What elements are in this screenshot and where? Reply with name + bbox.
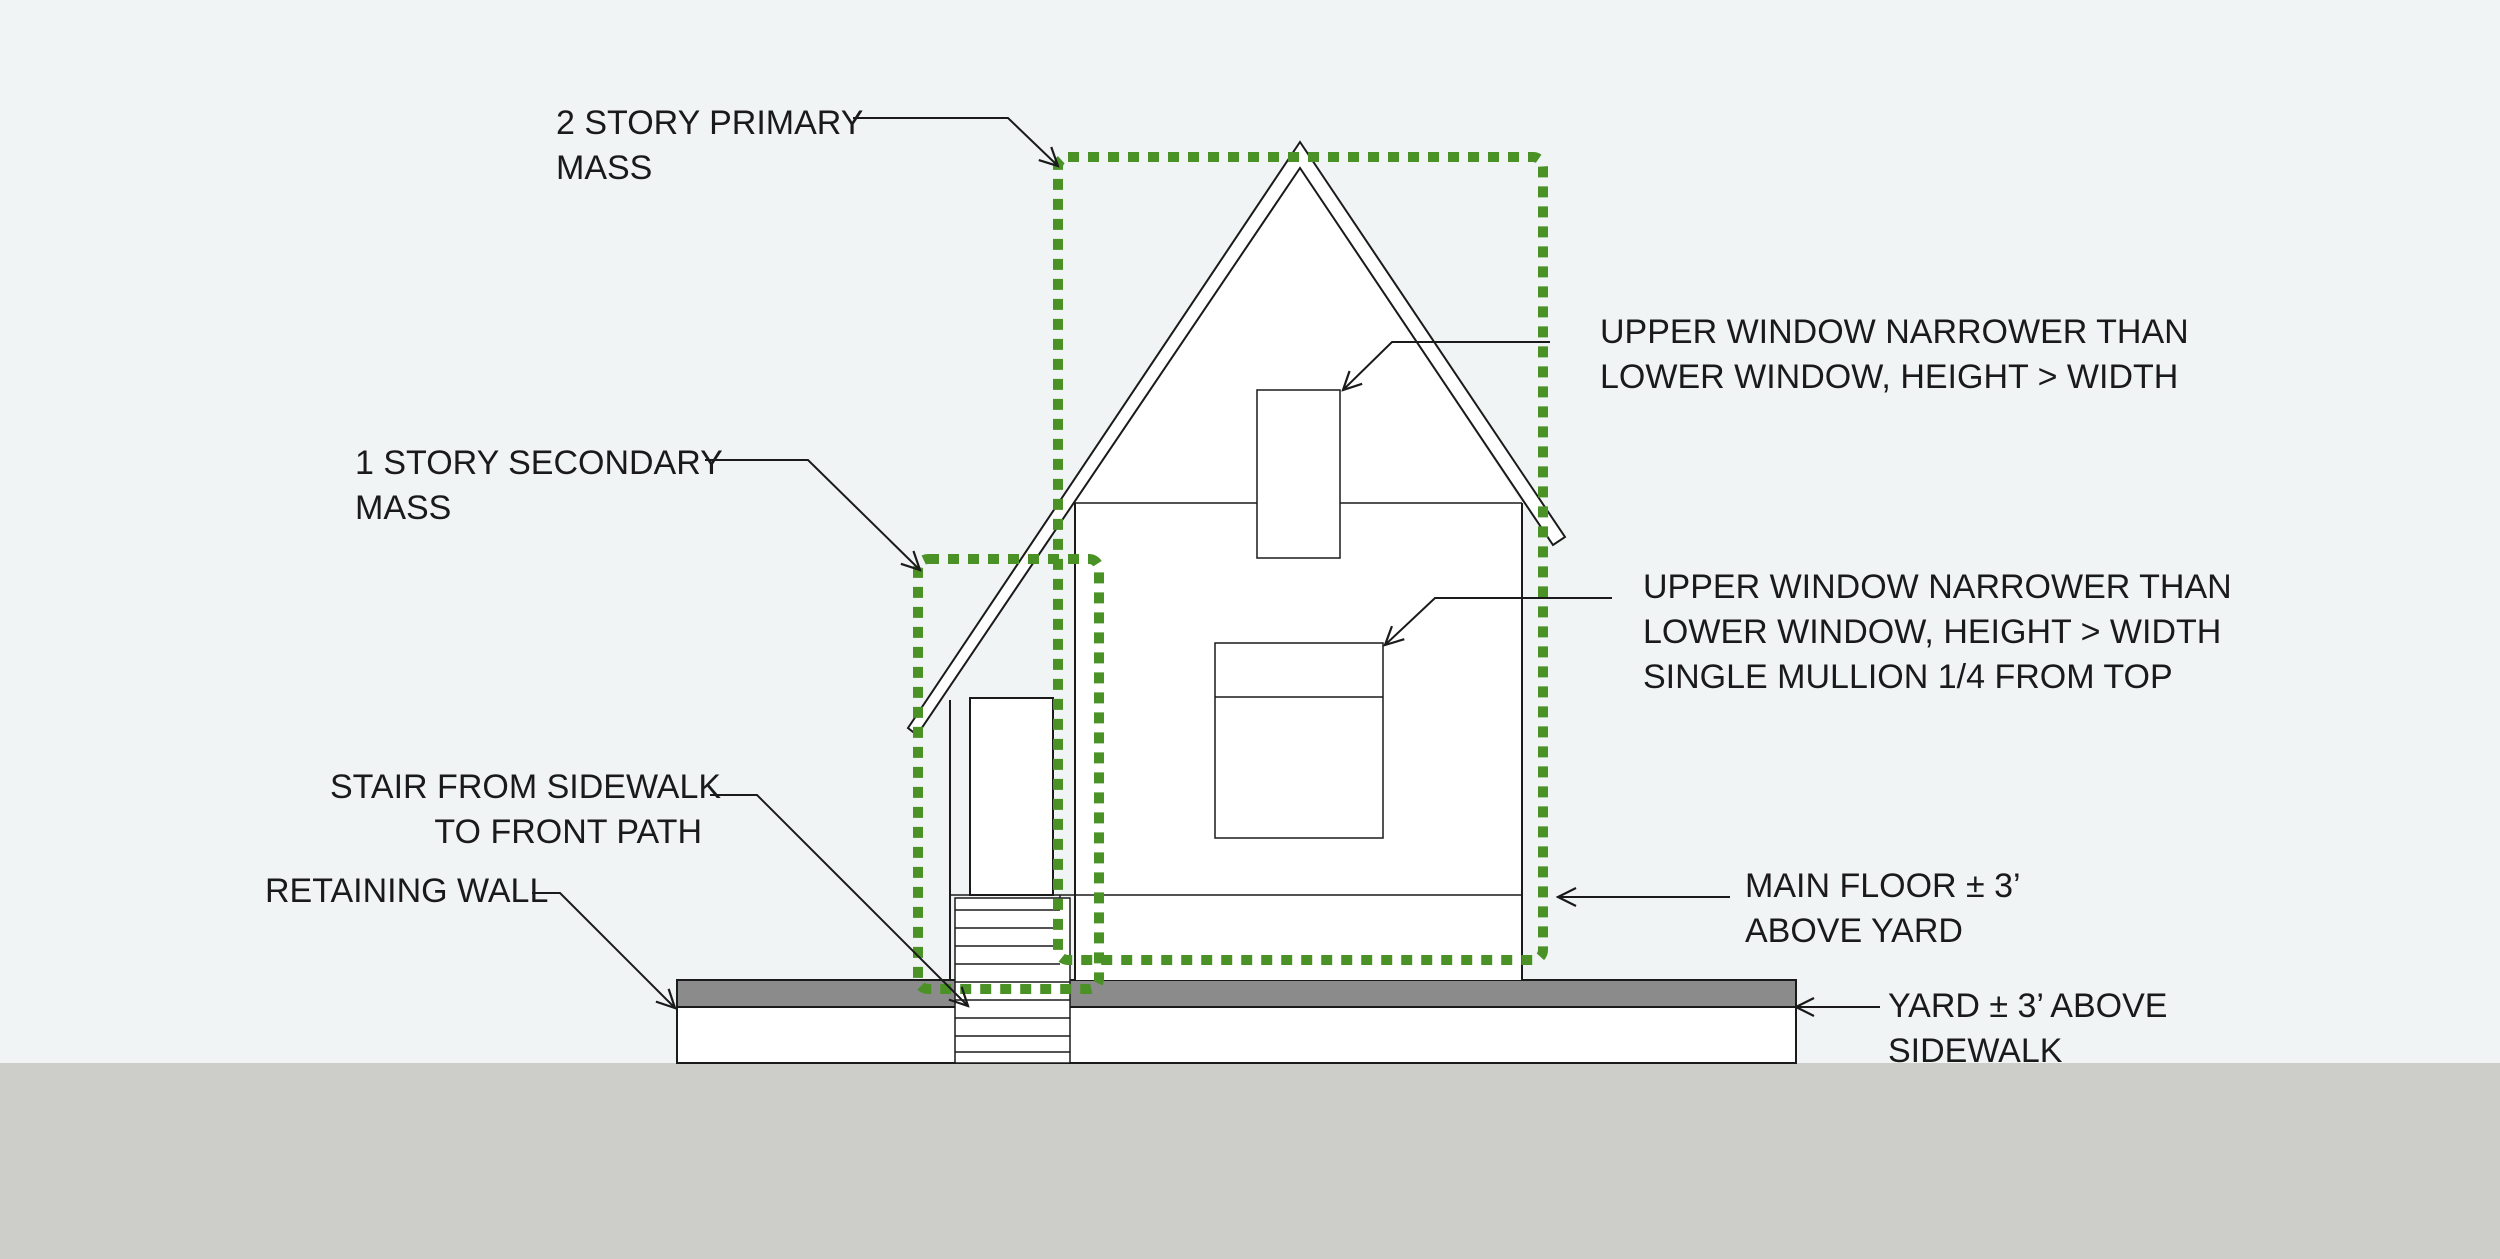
label-yard-line1: YARD ± 3’ ABOVE xyxy=(1888,987,2168,1025)
front-door xyxy=(969,697,1054,896)
yard-band xyxy=(676,979,1797,1008)
label-stair-line2: TO FRONT PATH xyxy=(434,813,702,851)
label-stair: STAIR FROM SIDEWALK TO FRONT PATH xyxy=(330,765,722,855)
label-primary-mass: 2 STORY PRIMARY MASS xyxy=(556,101,863,191)
house-primary-mass xyxy=(906,140,1567,980)
label-stair-line1: STAIR FROM SIDEWALK xyxy=(330,768,722,806)
label-secondary-mass-line2: MASS xyxy=(355,489,452,527)
label-lower-window-line3: SINGLE MULLION 1/4 FROM TOP xyxy=(1643,658,2173,696)
leader-lower-window xyxy=(1385,597,1612,645)
label-retaining-wall-line1: RETAINING WALL xyxy=(265,872,549,910)
label-upper-window-line1: UPPER WINDOW NARROWER THAN xyxy=(1600,313,2189,351)
label-upper-window: UPPER WINDOW NARROWER THAN LOWER WINDOW,… xyxy=(1600,310,2189,400)
label-lower-window-line1: UPPER WINDOW NARROWER THAN xyxy=(1643,568,2232,606)
label-primary-mass-line1: 2 STORY PRIMARY xyxy=(556,104,864,142)
leader-secondary-mass xyxy=(705,459,920,570)
label-upper-window-line2: LOWER WINDOW, HEIGHT > WIDTH xyxy=(1600,358,2179,396)
label-secondary-mass-line1: 1 STORY SECONDARY xyxy=(355,444,723,482)
retaining-wall xyxy=(676,979,1797,1064)
label-secondary-mass: 1 STORY SECONDARY MASS xyxy=(355,441,723,531)
lower-window xyxy=(1214,642,1384,839)
leader-stair xyxy=(710,794,968,1006)
label-yard: YARD ± 3’ ABOVE SIDEWALK xyxy=(1888,984,2167,1074)
label-lower-window-line2: LOWER WINDOW, HEIGHT > WIDTH xyxy=(1643,613,2222,651)
leader-retaining-wall xyxy=(532,892,675,1008)
leader-primary-mass xyxy=(853,117,1058,166)
label-main-floor: MAIN FLOOR ± 3’ ABOVE YARD xyxy=(1745,864,2021,954)
label-main-floor-line2: ABOVE YARD xyxy=(1745,912,1963,950)
sidewalk-ground xyxy=(0,1063,2500,1259)
label-lower-window: UPPER WINDOW NARROWER THAN LOWER WINDOW,… xyxy=(1643,565,2232,700)
label-primary-mass-line2: MASS xyxy=(556,149,653,187)
roof-gable xyxy=(906,140,1567,737)
label-yard-line2: SIDEWALK xyxy=(1888,1032,2063,1070)
secondary-mass-outline xyxy=(913,554,1104,994)
leader-upper-window xyxy=(1343,341,1550,390)
front-stair xyxy=(954,897,1071,1064)
upper-window xyxy=(1256,389,1341,559)
label-main-floor-line1: MAIN FLOOR ± 3’ xyxy=(1745,867,2021,905)
label-retaining-wall: RETAINING WALL xyxy=(265,869,548,914)
